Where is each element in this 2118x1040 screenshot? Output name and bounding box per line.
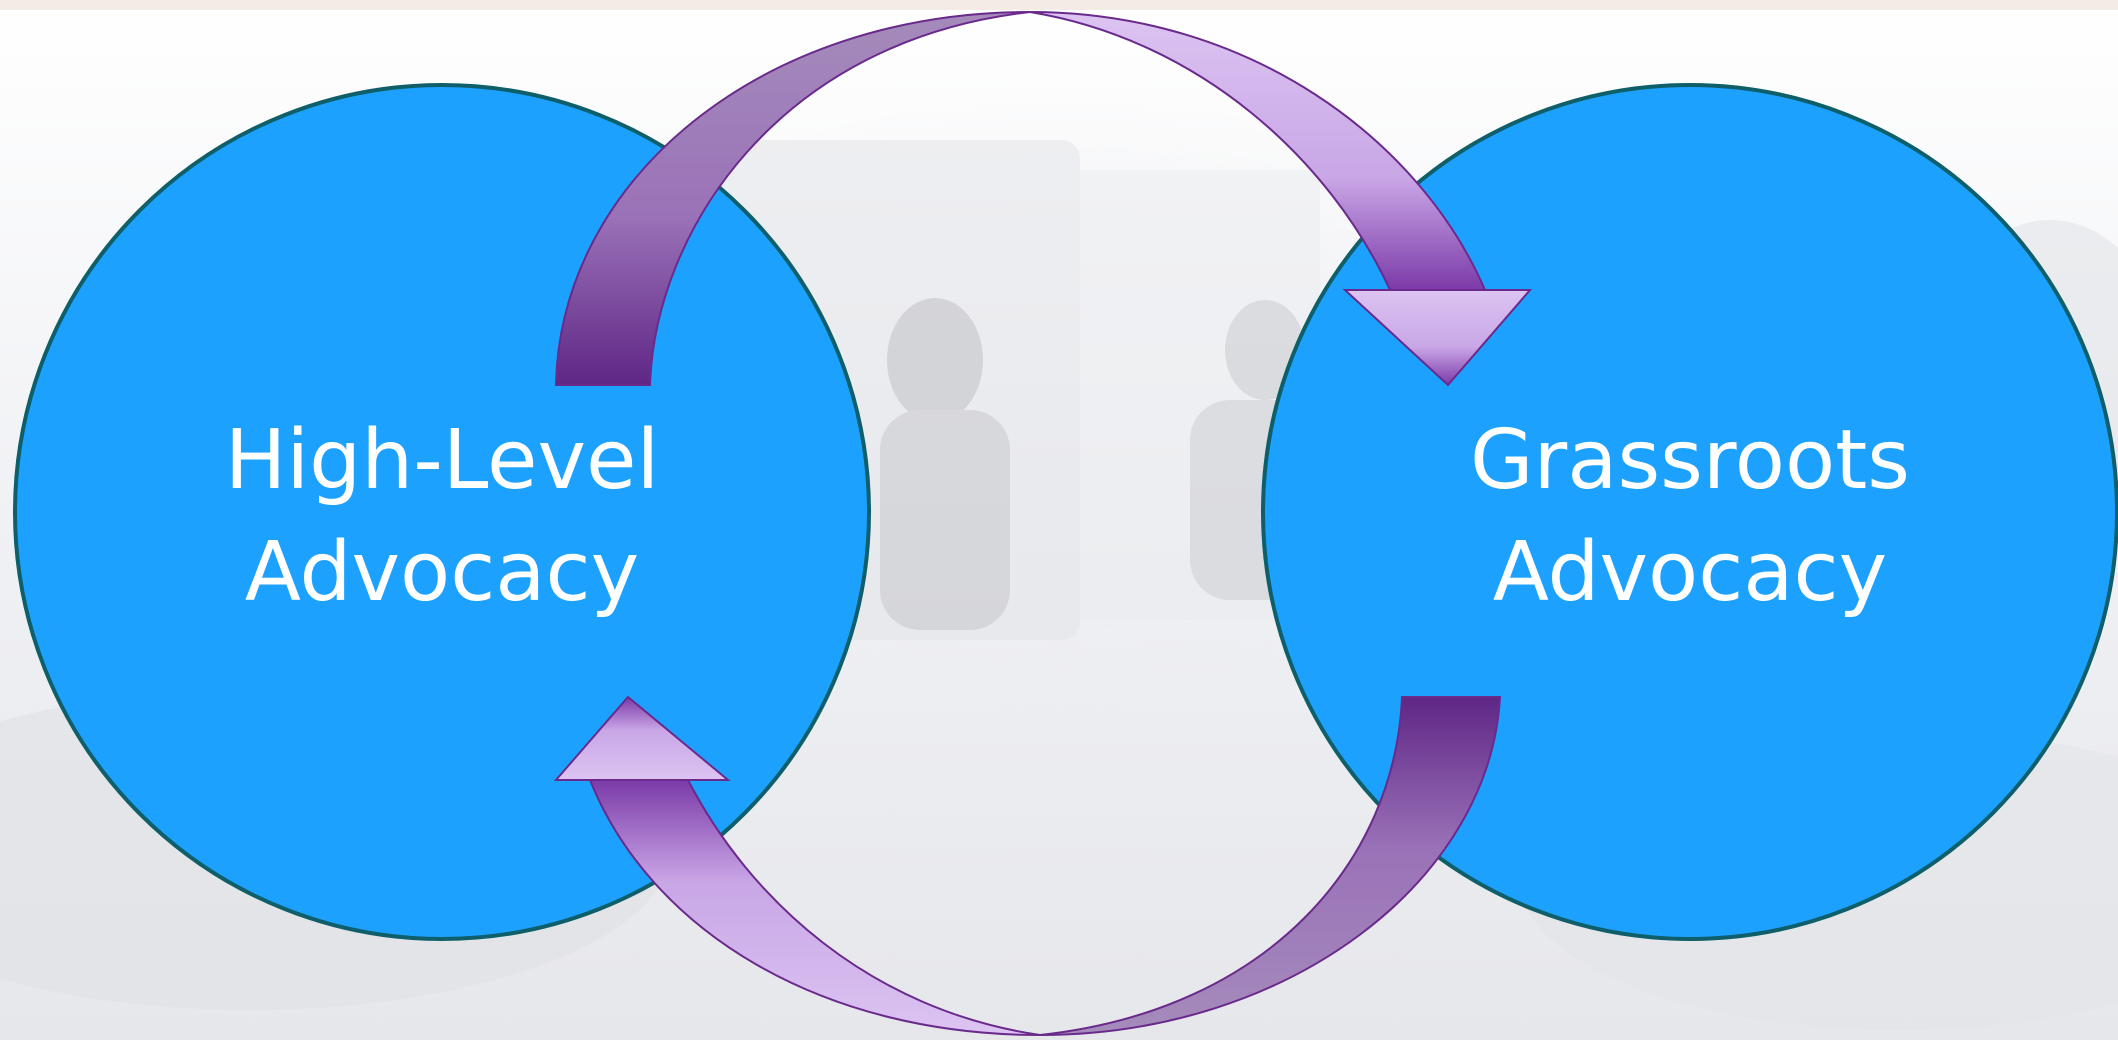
arrow-grassroots-to-high-level: [553, 695, 1502, 1036]
arrow-head: [553, 695, 731, 781]
arrow-tail-band: [554, 11, 1031, 386]
top-strip: [0, 0, 2118, 10]
node-label-line1: Grassroots: [1470, 413, 1910, 508]
arrow-high-level-to-grassroots: [554, 11, 1533, 387]
node-label-line2: Advocacy: [1493, 525, 1887, 620]
node-high-level-advocacy: High-Level Advocacy: [13, 83, 871, 941]
node-label-line2: Advocacy: [245, 525, 639, 620]
arrow-tail-band: [1039, 696, 1502, 1036]
node-circle: [13, 83, 871, 941]
node-label-line1: High-Level: [225, 413, 660, 508]
arrow-head: [1342, 289, 1533, 387]
